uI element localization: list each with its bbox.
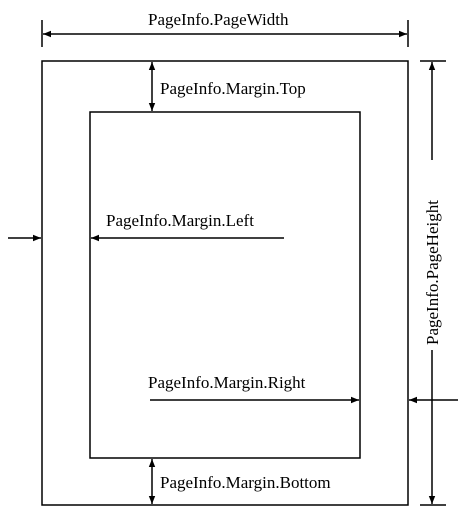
outer-page-rect [41,60,409,506]
margin-left-label: PageInfo.Margin.Left [106,211,254,230]
margin-bottom-label: PageInfo.Margin.Bottom [160,473,331,492]
page-width-label: PageInfo.PageWidth [148,10,289,29]
margin-right-label: PageInfo.Margin.Right [148,373,306,392]
margin-top-label: PageInfo.Margin.Top [160,79,306,98]
page-height-label-bg [420,160,444,350]
page-width-label-bg [142,6,332,30]
page-height-label: PageInfo.PageHeight [423,200,442,345]
inner-margin-rect [89,111,361,459]
